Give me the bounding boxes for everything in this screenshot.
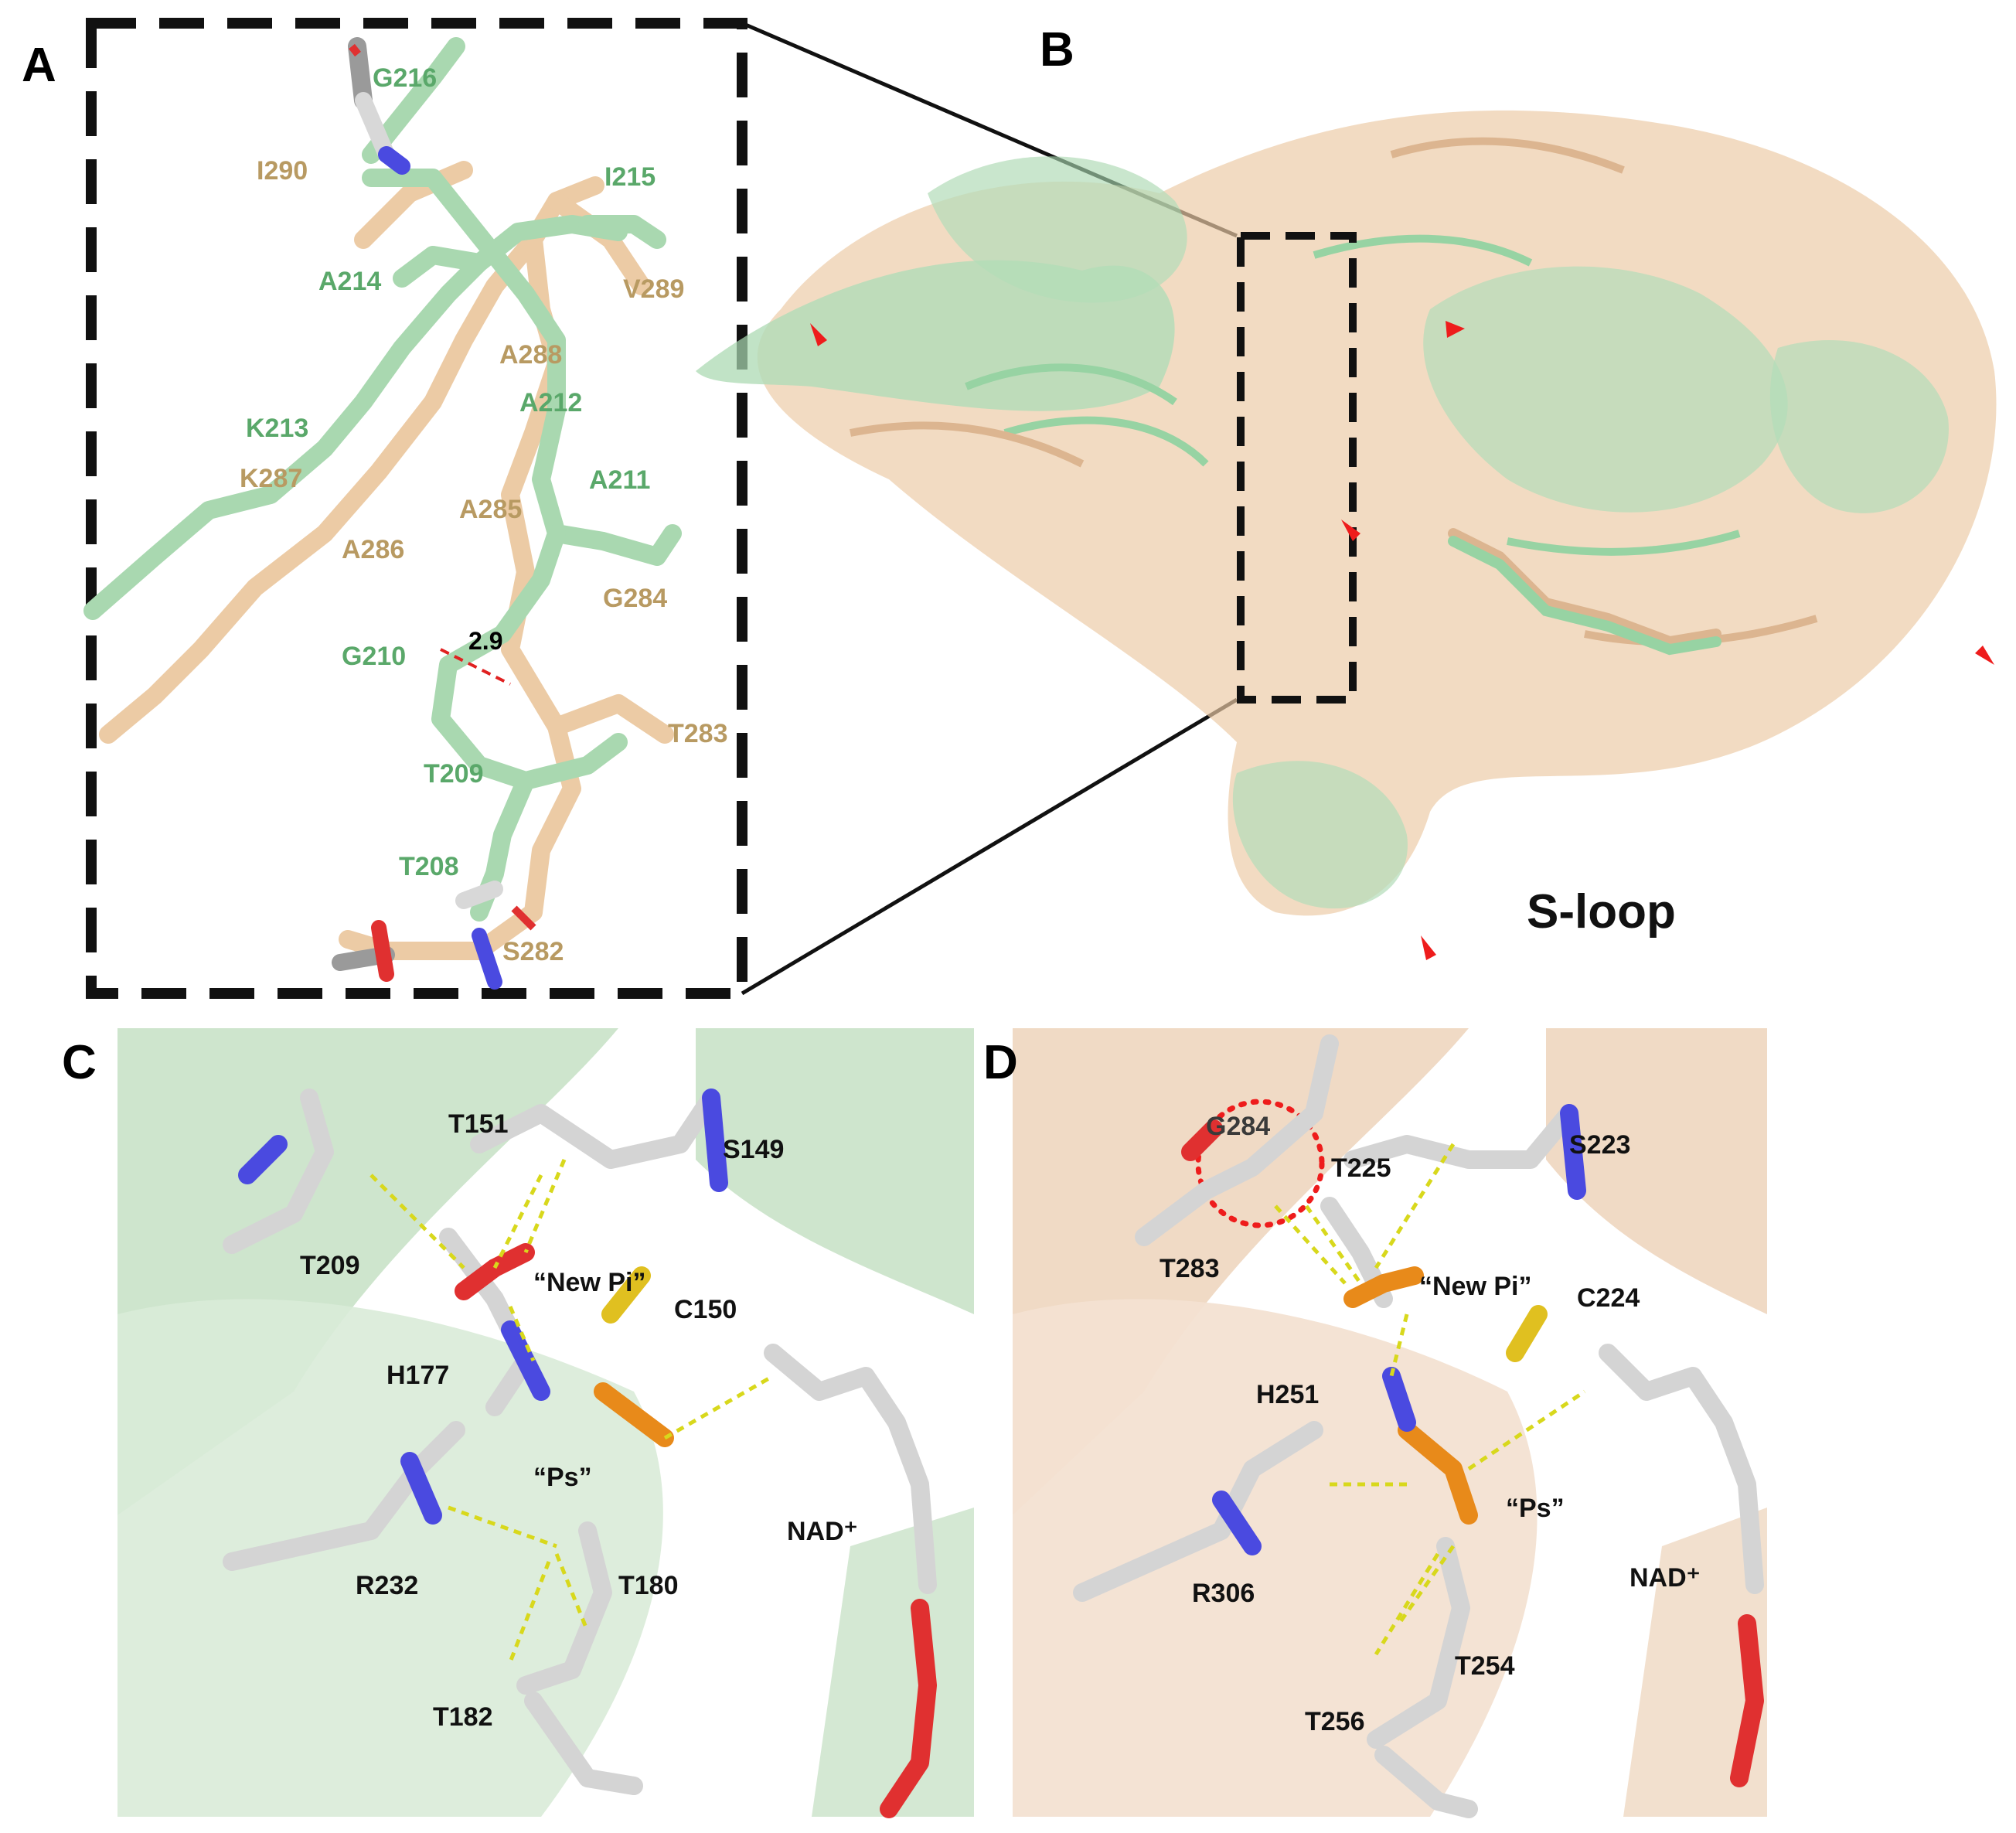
label-t208: T208 [399,852,459,881]
label-c-r232: R232 [356,1571,418,1600]
label-d-r306: R306 [1192,1579,1255,1608]
panel-a-letter: A [22,39,56,92]
label-c-ps: “Ps” [533,1463,592,1492]
panel-a: A 2.9 [22,18,747,999]
label-c-t209: T209 [300,1251,360,1280]
label-a211: A211 [589,465,650,495]
label-d-nad: NAD⁺ [1629,1563,1701,1593]
label-d-h251: H251 [1256,1380,1319,1409]
label-d-g284: G284 [1206,1112,1270,1141]
label-d-new-pi: “New Pi” [1419,1272,1531,1301]
label-d-ps: “Ps” [1506,1494,1565,1523]
label-c-t180: T180 [618,1571,679,1600]
label-a285: A285 [459,495,522,524]
red-arrows [810,321,1994,960]
panel-d: D G284 [983,1028,1767,1818]
label-g216: G216 [373,63,437,93]
label-c-c150: C150 [674,1295,737,1324]
protein-overlay [696,110,1997,916]
distance-label: 2.9 [468,627,502,655]
label-g210: G210 [342,642,406,671]
label-a214: A214 [318,267,381,296]
label-c-t182: T182 [433,1702,493,1732]
label-t283: T283 [668,719,728,748]
label-d-t225: T225 [1331,1153,1391,1183]
connector-bottom [741,697,1238,996]
label-g284: G284 [603,584,667,613]
label-d-t283: T283 [1160,1254,1220,1283]
panel-c: C T151 S1 [62,1028,974,1818]
panel-b-letter: B [1040,23,1074,77]
panel-d-letter: D [983,1036,1018,1089]
label-i215: I215 [604,162,656,192]
label-k213: K213 [246,414,308,443]
atom-caps-a [332,37,536,990]
zoom-box-a [86,18,747,999]
label-a288: A288 [499,340,562,370]
label-a212: A212 [519,388,582,417]
label-c-t151: T151 [448,1109,509,1139]
label-d-t254: T254 [1455,1651,1515,1681]
sloop-label: S-loop [1527,885,1676,939]
panel-b: B [696,23,1997,960]
label-c-new-pi: “New Pi” [533,1268,645,1297]
zoom-box-b [1237,232,1357,704]
label-t209: T209 [424,759,484,789]
panel-c-letter: C [62,1036,97,1089]
label-d-s223: S223 [1569,1130,1630,1160]
distance-line [440,648,511,686]
label-c-nad: NAD⁺ [787,1517,858,1546]
dotted-circle-g284 [1195,1099,1325,1228]
label-k287: K287 [240,464,302,493]
label-c-s149: S149 [723,1135,784,1164]
label-d-c224: C224 [1577,1283,1640,1313]
label-d-t256: T256 [1305,1707,1365,1736]
label-c-h177: H177 [387,1361,449,1390]
label-a286: A286 [342,535,404,564]
label-i290: I290 [257,156,308,186]
label-v289: V289 [623,274,684,304]
label-s282: S282 [502,937,564,966]
